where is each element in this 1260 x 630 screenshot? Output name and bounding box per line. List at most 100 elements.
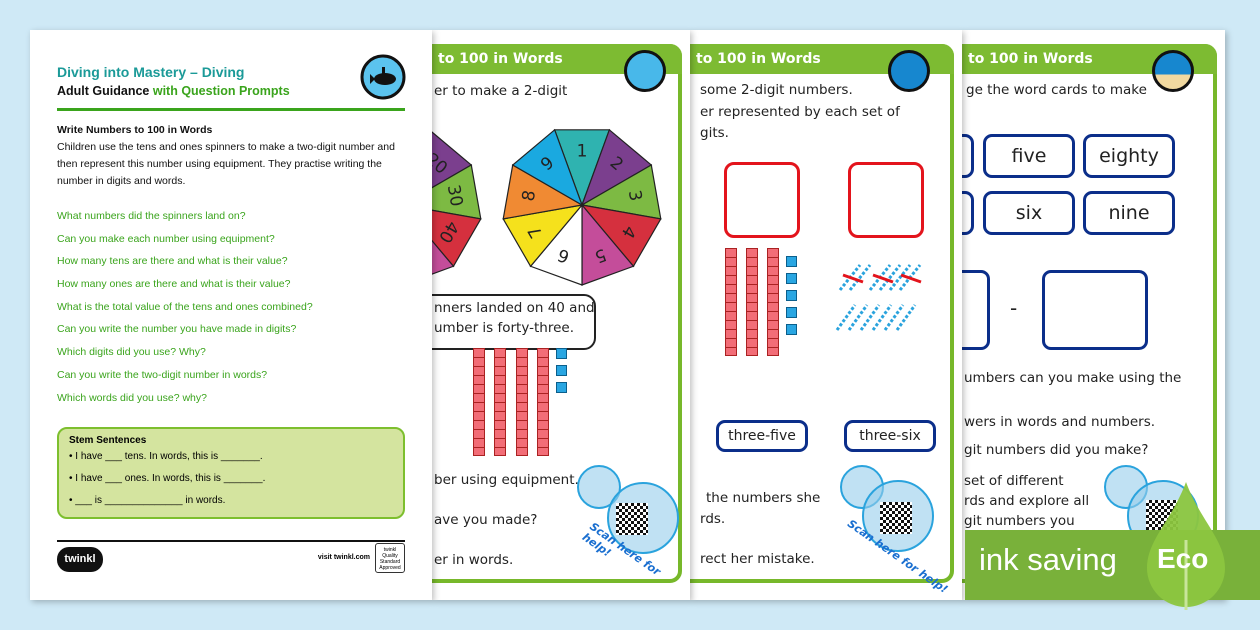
- question: Which words did you use? why?: [57, 391, 207, 404]
- speech-bubble: [432, 294, 596, 350]
- worksheet-title: to 100 in Words: [696, 51, 821, 67]
- question: How many ones are there and what is thei…: [57, 278, 291, 291]
- straw-bundles: [835, 264, 922, 331]
- stem-sentence: • ___ is ______________ in words.: [69, 495, 226, 506]
- question-text: rds.: [700, 511, 726, 527]
- question: Which digits did you use? Why?: [57, 346, 206, 359]
- answer-box[interactable]: [848, 162, 924, 238]
- question-text: wers in words and numbers.: [964, 414, 1156, 430]
- one-cube: [786, 256, 797, 267]
- guidance-page: Diving into Mastery – Diving Adult Guida…: [30, 30, 432, 600]
- submarine-icon: [360, 54, 406, 100]
- question-text: rect her mistake.: [700, 551, 815, 567]
- question-list: What numbers did the spinners land on? C…: [57, 210, 313, 414]
- qr-code[interactable]: [880, 502, 912, 534]
- worksheet-word-cards: to 100 in Words ge the word cards to mak…: [962, 30, 1225, 600]
- question: Can you write the two-digit number in wo…: [57, 368, 268, 381]
- section-title: Write Numbers to 100 in Words: [57, 124, 213, 136]
- subtitle-black: Adult Guidance: [57, 84, 150, 98]
- one-cube: [556, 382, 567, 393]
- one-cube: [556, 365, 567, 376]
- footer-rule: [57, 540, 405, 542]
- one-cube: [786, 324, 797, 335]
- word-card: [962, 191, 974, 235]
- header-rule: [57, 108, 405, 111]
- worksheet-spinners: to 100 in Words er to make a 2-digit 102…: [432, 30, 690, 600]
- worksheet-representations: to 100 in Words some 2-digit numbers. er…: [690, 30, 962, 600]
- qr-code[interactable]: [616, 503, 648, 535]
- stem-sentences-box: Stem Sentences • I have ___ tens. In wor…: [57, 427, 405, 519]
- question-text: the numbers she: [706, 490, 821, 506]
- word-card: six: [983, 191, 1075, 235]
- spinner-segment: [432, 239, 455, 275]
- speech-text: umber is forty-three.: [434, 320, 574, 336]
- submarine-icon: [888, 50, 930, 92]
- one-cube: [556, 348, 567, 359]
- word-card: nine: [1083, 191, 1175, 235]
- ten-rod: [537, 348, 549, 456]
- instruction-text: er represented by each set of: [700, 104, 900, 120]
- ten-rod: [746, 248, 758, 356]
- eco-badge: Eco: [1157, 543, 1209, 574]
- answer-box[interactable]: [724, 162, 800, 238]
- word-card: five: [983, 134, 1075, 178]
- question-text: set of different: [964, 473, 1064, 489]
- question: What is the total value of the tens and …: [57, 300, 313, 313]
- ten-rod: [473, 348, 485, 456]
- instruction-text: some 2-digit numbers.: [700, 82, 853, 98]
- question: What numbers did the spinners land on?: [57, 210, 246, 222]
- spinner-segment: [432, 209, 482, 268]
- one-cube: [786, 290, 797, 301]
- word-card: three-six: [844, 420, 936, 452]
- visit-link[interactable]: visit twinkl.com: [317, 554, 370, 561]
- speech-text: nners landed on 40 and: [434, 300, 595, 316]
- submarine-icon: [1152, 50, 1194, 92]
- instruction-text: er to make a 2-digit: [434, 83, 568, 99]
- answer-box[interactable]: [962, 270, 990, 350]
- dash: -: [1010, 296, 1018, 320]
- section-text: Children use the tens and ones spinners …: [57, 141, 395, 187]
- question-text: umbers can you make using the: [964, 370, 1182, 386]
- ten-rod: [767, 248, 779, 356]
- question-text: ber using equipment.: [434, 472, 579, 488]
- question: How many tens are there and what is thei…: [57, 255, 288, 268]
- question-text: ave you made?: [434, 512, 538, 528]
- question-text: git numbers you: [964, 513, 1075, 529]
- quality-badge: twinkl Quality Standard Approved: [375, 543, 405, 573]
- ink-saving-label: ink saving: [979, 542, 1117, 577]
- spinner-segment: [511, 128, 584, 207]
- ten-rod: [494, 348, 506, 456]
- word-card: three-five: [716, 420, 808, 452]
- subtitle-green: with Question Prompts: [152, 84, 290, 98]
- stem-sentence: • I have ___ tens. In words, this is ___…: [69, 451, 263, 462]
- guidance-title: Diving into Mastery – Diving: [57, 64, 245, 80]
- worksheet-title: to 100 in Words: [968, 51, 1093, 67]
- one-cube: [786, 273, 797, 284]
- ten-rod: [516, 348, 528, 456]
- instruction-text: ge the word cards to make: [966, 82, 1147, 98]
- question-text: git numbers did you make?: [964, 442, 1149, 458]
- spinner-label: 1: [577, 142, 588, 162]
- spinner-label: 30: [443, 183, 466, 208]
- one-cube: [786, 307, 797, 318]
- word-card: eighty: [1083, 134, 1175, 178]
- stem-title: Stem Sentences: [69, 435, 147, 446]
- answer-box[interactable]: [1042, 270, 1148, 350]
- instruction-text: gits.: [700, 125, 729, 141]
- twinkl-logo: twinkl: [57, 547, 103, 572]
- tens-spinner[interactable]: 102030405060708090: [432, 130, 482, 285]
- stem-sentence: • I have ___ ones. In words, this is ___…: [69, 473, 266, 484]
- guidance-subtitle: Adult Guidance with Question Prompts: [57, 84, 290, 98]
- eco-leaf-drop-icon: [1147, 482, 1225, 610]
- submarine-icon: [624, 50, 666, 92]
- question-text: er in words.: [434, 552, 514, 568]
- question: Can you make each number using equipment…: [57, 232, 275, 245]
- word-card: [962, 134, 974, 178]
- spinner-label: 3: [624, 189, 646, 203]
- question: Can you write the number you have made i…: [57, 323, 297, 336]
- spinner-label: 8: [519, 189, 541, 203]
- ten-rod: [725, 248, 737, 356]
- question-text: rds and explore all: [964, 493, 1090, 509]
